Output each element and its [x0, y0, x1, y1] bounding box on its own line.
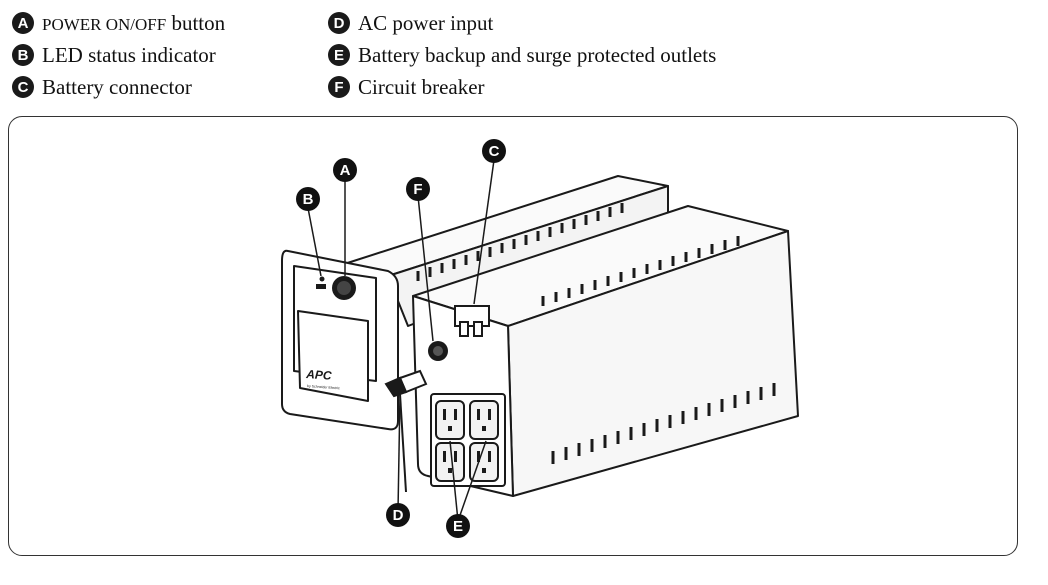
- legend-label-c: Battery connector: [42, 74, 192, 99]
- legend-badge-d: D: [328, 12, 350, 34]
- legend-item-f: F Circuit breaker: [328, 72, 485, 102]
- left-unit-logo-panel: [297, 310, 369, 402]
- callout-f: F: [406, 177, 430, 201]
- leader-b: [307, 207, 322, 277]
- legend-item-c: C Battery connector: [12, 72, 192, 102]
- legend-label-b: LED status indicator: [42, 42, 216, 67]
- legend-label-e: Battery backup and surge protected outle…: [358, 42, 717, 67]
- circuit-breaker-inner: [433, 346, 443, 356]
- legend-label-f: Circuit breaker: [358, 74, 485, 99]
- battery-connector: [454, 305, 490, 337]
- left-unit-vents: [416, 203, 624, 281]
- outlets: [430, 393, 506, 487]
- legend-badge-c: C: [12, 76, 34, 98]
- leader-f: [417, 195, 434, 342]
- legend-badge-b: B: [12, 44, 34, 66]
- leader-e1: [449, 440, 459, 522]
- legend-badge-a: A: [12, 12, 34, 34]
- leader-c: [473, 159, 495, 305]
- power-button-inner: [337, 281, 351, 295]
- legend-item-d: D AC power input: [328, 8, 493, 38]
- callout-d: D: [386, 503, 410, 527]
- ac-power-input: [384, 369, 428, 493]
- right-unit-vents-top: [541, 236, 740, 306]
- legend-label-d: AC power input: [358, 10, 494, 35]
- legend-item-a: A POWER ON/OFF button: [12, 8, 225, 38]
- leader-lines: [307, 159, 495, 522]
- callout-e: E: [446, 514, 470, 538]
- legend-badge-f: F: [328, 76, 350, 98]
- right-unit-vents-bottom: [551, 383, 776, 464]
- callout-b: B: [296, 187, 320, 211]
- callout-c: C: [482, 139, 506, 163]
- device-brand: APC: [305, 367, 333, 383]
- led-indicator: [319, 276, 325, 282]
- device-brand-sub: by Schneider Electric: [307, 384, 340, 390]
- led-symbol: [316, 284, 326, 289]
- callout-a: A: [333, 158, 357, 182]
- legend-item-e: E Battery backup and surge protected out…: [328, 40, 716, 70]
- leader-e2: [457, 440, 487, 522]
- legend-badge-e: E: [328, 44, 350, 66]
- leader-d: [397, 393, 401, 512]
- legend-label-a: POWER ON/OFF button: [42, 10, 226, 35]
- outlet-slots: [443, 409, 491, 473]
- ups-illustration: APC by Schneider Electric: [281, 159, 799, 522]
- legend-item-b: B LED status indicator: [12, 40, 216, 70]
- legend: A POWER ON/OFF button B LED status indic…: [12, 8, 1032, 104]
- figure-frame: [8, 116, 1018, 556]
